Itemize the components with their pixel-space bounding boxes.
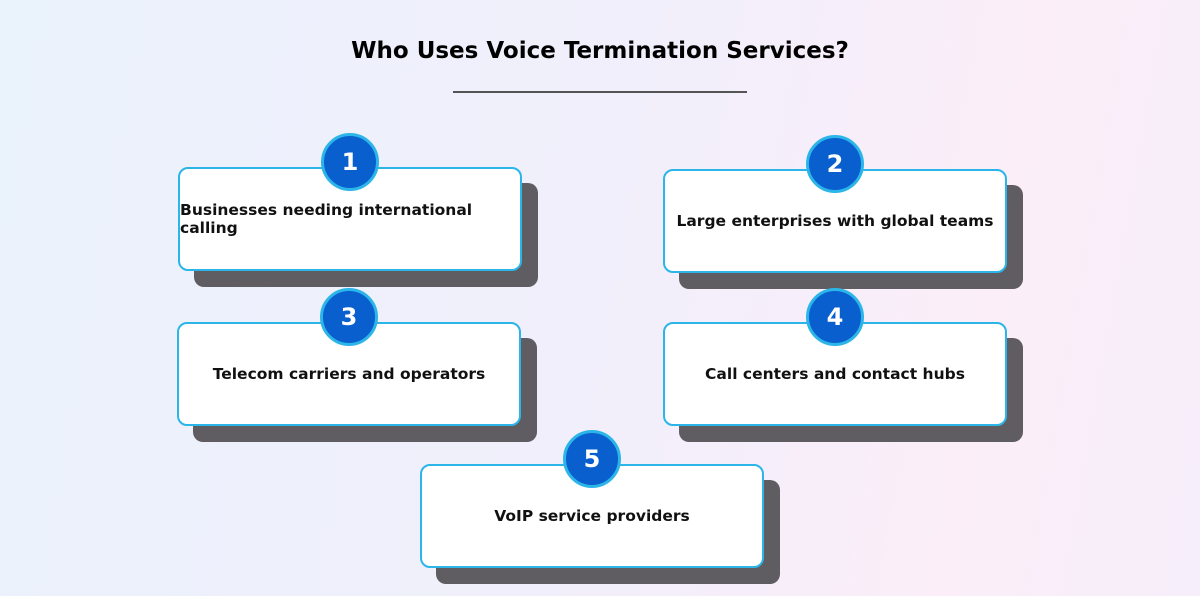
item-label: VoIP service providers xyxy=(494,507,690,525)
number-badge: 4 xyxy=(806,288,864,346)
list-item-2: Large enterprises with global teams 2 xyxy=(663,135,1023,289)
number-badge: 3 xyxy=(320,288,378,346)
list-item-4: Call centers and contact hubs 4 xyxy=(663,288,1023,442)
list-item-5: VoIP service providers 5 xyxy=(420,430,780,584)
item-label: Large enterprises with global teams xyxy=(676,212,994,230)
item-label: Businesses needing international calling xyxy=(180,201,473,237)
list-item-1: Businesses needing international calling… xyxy=(178,133,538,287)
number-badge: 5 xyxy=(563,430,621,488)
item-label: Telecom carriers and operators xyxy=(212,365,486,383)
item-label: Call centers and contact hubs xyxy=(705,365,965,383)
title-divider xyxy=(453,91,747,93)
number-badge: 1 xyxy=(321,133,379,191)
page-title: Who Uses Voice Termination Services? xyxy=(351,38,849,64)
list-item-3: Telecom carriers and operators 3 xyxy=(177,288,537,442)
number-badge: 2 xyxy=(806,135,864,193)
